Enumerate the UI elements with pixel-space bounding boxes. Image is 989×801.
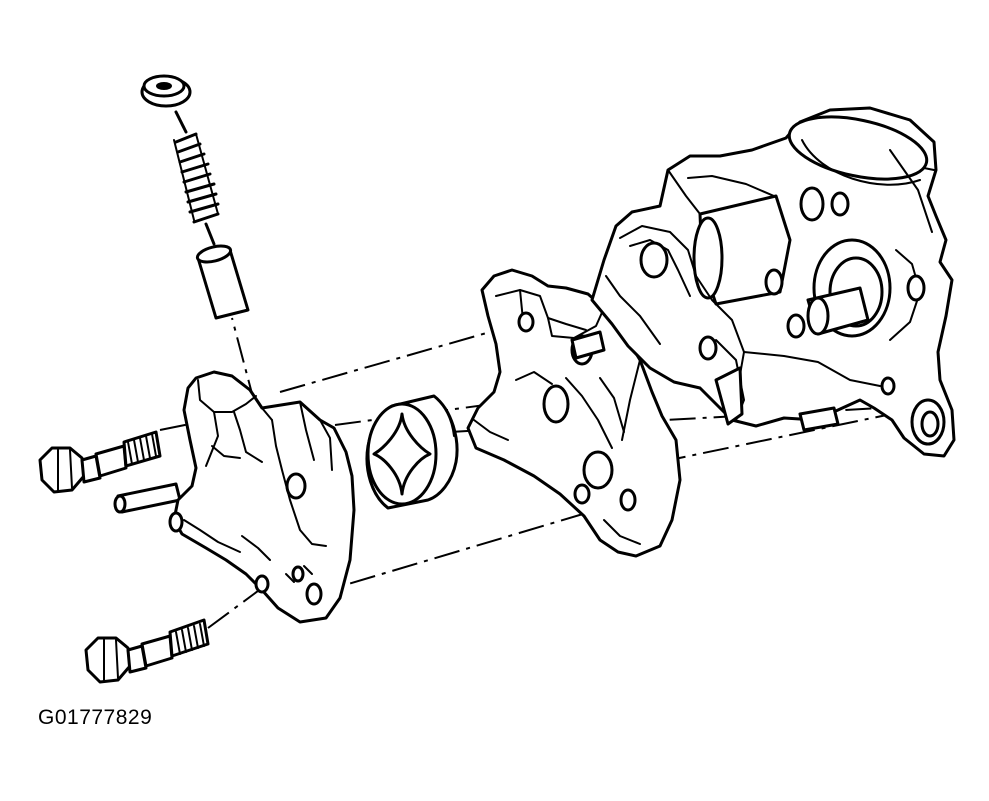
oil-pump-rotor xyxy=(365,394,459,510)
pump-cover-bolt-upper xyxy=(38,430,162,494)
engine-block xyxy=(590,106,956,458)
oil-pump-cover xyxy=(168,370,356,624)
figure-code: G01777829 xyxy=(38,706,153,729)
relief-valve-spring xyxy=(173,110,220,246)
alignment-pin xyxy=(570,330,606,360)
relief-valve-piston xyxy=(195,244,250,320)
pump-cover-bolt-lower xyxy=(84,618,210,684)
dowel-pin xyxy=(113,482,182,514)
relief-valve-plug xyxy=(140,74,192,108)
